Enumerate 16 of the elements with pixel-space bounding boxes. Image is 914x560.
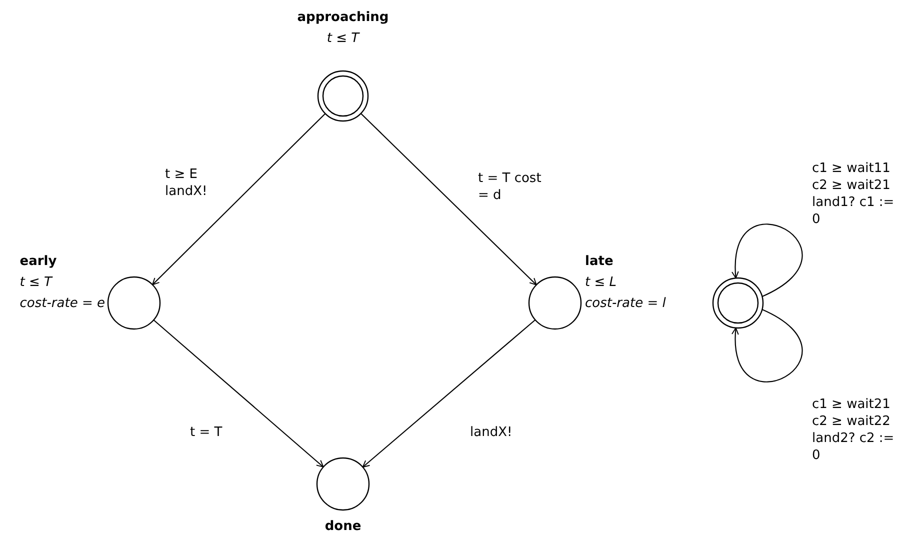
state-annotation: t ≤ T: [20, 275, 54, 291]
arrow: [732, 224, 802, 298]
state-name: early: [20, 254, 58, 270]
arrow: [362, 319, 536, 468]
state-name: late: [585, 254, 614, 270]
arrow: [360, 113, 537, 286]
state-annotation: cost-rate = l: [585, 296, 666, 312]
arrow: [152, 113, 326, 286]
arrow: [153, 320, 324, 468]
state-annotation: t ≤ T: [326, 31, 361, 47]
state-annotation: t ≤ L: [585, 275, 618, 291]
state-annotation: cost-rate = e: [20, 296, 105, 312]
state-name: approaching: [297, 10, 389, 26]
state-name: done: [324, 519, 362, 535]
arrow: [732, 308, 802, 382]
accepting-state-circle: [712, 277, 764, 329]
